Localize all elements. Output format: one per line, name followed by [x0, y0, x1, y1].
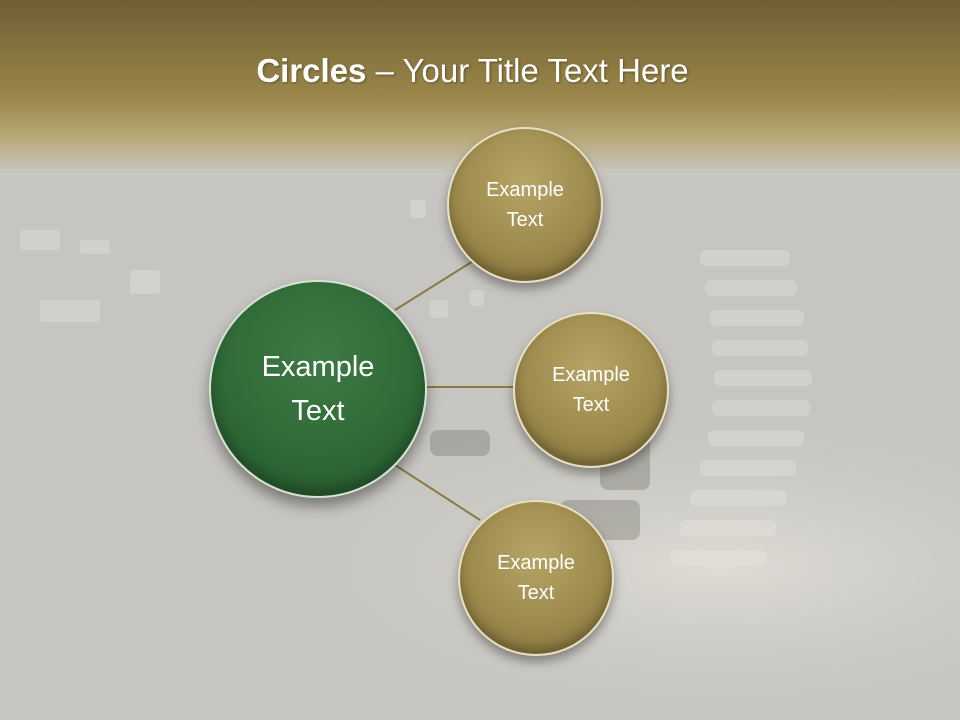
satellite-2-line2: Text — [572, 394, 610, 416]
satellite-circle-1[interactable]: Example Text — [447, 127, 603, 283]
satellite-3-line1: Example — [497, 552, 575, 574]
center-circle[interactable]: Example Text — [209, 280, 427, 498]
title-rest: – Your Title Text Here — [366, 52, 689, 89]
connector-line-3 — [394, 464, 481, 521]
center-circle-line2: Text — [291, 395, 345, 427]
satellite-1-line2: Text — [506, 209, 544, 231]
center-circle-line1: Example — [261, 351, 375, 383]
page-title: Circles – Your Title Text Here — [0, 52, 945, 90]
satellite-3-line2: Text — [517, 582, 555, 604]
satellite-2-line1: Example — [552, 364, 630, 386]
title-bold: Circles — [256, 52, 367, 89]
satellite-1-line1: Example — [486, 179, 564, 201]
satellite-circle-3[interactable]: Example Text — [458, 500, 614, 656]
satellite-circle-2[interactable]: Example Text — [513, 312, 669, 468]
connector-line-1 — [394, 257, 479, 311]
